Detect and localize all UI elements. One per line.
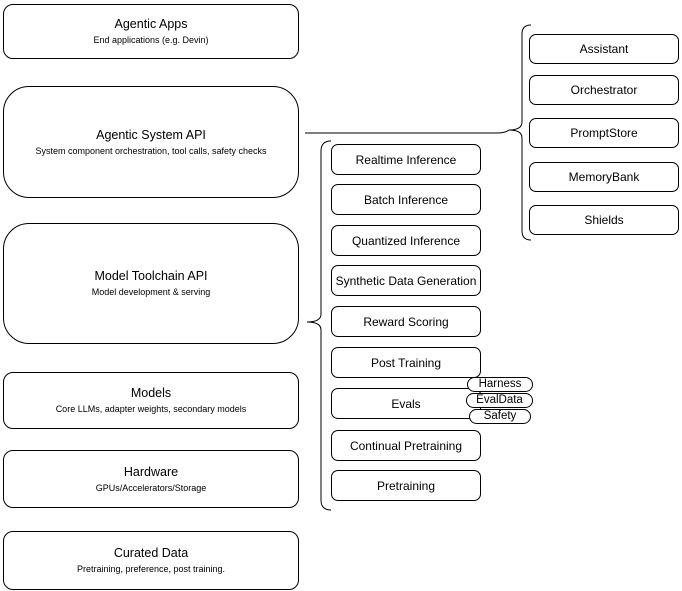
node-title: Agentic System API xyxy=(96,127,206,142)
node-hardware: Hardware GPUs/Accelerators/Storage xyxy=(3,450,299,508)
node-assistant: Assistant xyxy=(529,34,679,64)
toolchain-group-brace xyxy=(306,140,332,511)
node-models: Models Core LLMs, adapter weights, secon… xyxy=(3,372,299,429)
node-title: Curated Data xyxy=(113,546,189,560)
node-model-toolchain-api: Model Toolchain API Model development & … xyxy=(3,223,299,344)
node-label: PromptStore xyxy=(570,126,638,140)
node-label: Evals xyxy=(391,396,421,411)
node-subtitle: Model development & serving xyxy=(91,287,211,297)
node-quantized-inference: Quantized Inference xyxy=(331,225,481,256)
node-title: Model Toolchain API xyxy=(94,269,208,283)
node-label: MemoryBank xyxy=(568,170,640,184)
node-realtime-inference: Realtime Inference xyxy=(331,144,481,175)
system-components-group-brace xyxy=(508,24,532,241)
node-synthetic-data-generation: Synthetic Data Generation xyxy=(331,265,481,296)
node-title: Agentic Apps xyxy=(114,17,188,31)
node-label: Batch Inference xyxy=(363,192,449,207)
node-label: Reward Scoring xyxy=(363,314,449,329)
node-label: Post Training xyxy=(370,355,442,370)
pill-label: Safety xyxy=(483,410,517,422)
api-to-system-components-connector-line xyxy=(305,129,510,134)
node-label: Continual Pretraining xyxy=(349,438,463,453)
node-pretraining: Pretraining xyxy=(331,470,481,501)
pill-label: Harness xyxy=(478,378,522,390)
pill-label: EvalData xyxy=(476,394,523,406)
node-title: Models xyxy=(130,386,172,400)
node-subtitle: Pretraining, preference, post training. xyxy=(76,564,226,574)
pill-safety: Safety xyxy=(469,409,531,424)
node-label: Realtime Inference xyxy=(355,152,457,167)
node-subtitle: GPUs/Accelerators/Storage xyxy=(95,482,207,493)
pill-evaldata: EvalData xyxy=(466,393,533,408)
node-promptstore: PromptStore xyxy=(529,118,679,148)
node-subtitle: System component orchestration, tool cal… xyxy=(35,145,267,156)
node-agentic-system-api: Agentic System API System component orch… xyxy=(3,86,299,198)
pill-harness: Harness xyxy=(467,377,533,392)
node-batch-inference: Batch Inference xyxy=(331,184,481,215)
node-memorybank: MemoryBank xyxy=(529,162,679,192)
node-label: Shields xyxy=(584,213,624,227)
node-label: Assistant xyxy=(579,42,629,56)
node-orchestrator: Orchestrator xyxy=(529,75,679,105)
node-agentic-apps: Agentic Apps End applications (e.g. Devi… xyxy=(3,4,299,59)
node-label: Orchestrator xyxy=(570,83,638,97)
node-curated-data: Curated Data Pretraining, preference, po… xyxy=(3,531,299,590)
node-reward-scoring: Reward Scoring xyxy=(331,306,481,337)
node-continual-pretraining: Continual Pretraining xyxy=(331,430,481,461)
node-label: Pretraining xyxy=(376,478,436,493)
node-title: Hardware xyxy=(123,464,179,479)
node-evals: Evals xyxy=(331,388,481,419)
node-subtitle: End applications (e.g. Devin) xyxy=(93,35,209,45)
node-post-training: Post Training xyxy=(331,347,481,378)
node-label: Synthetic Data Generation xyxy=(335,273,477,288)
node-label: Quantized Inference xyxy=(351,233,461,248)
node-subtitle: Core LLMs, adapter weights, secondary mo… xyxy=(55,404,247,414)
node-shields: Shields xyxy=(529,205,679,235)
